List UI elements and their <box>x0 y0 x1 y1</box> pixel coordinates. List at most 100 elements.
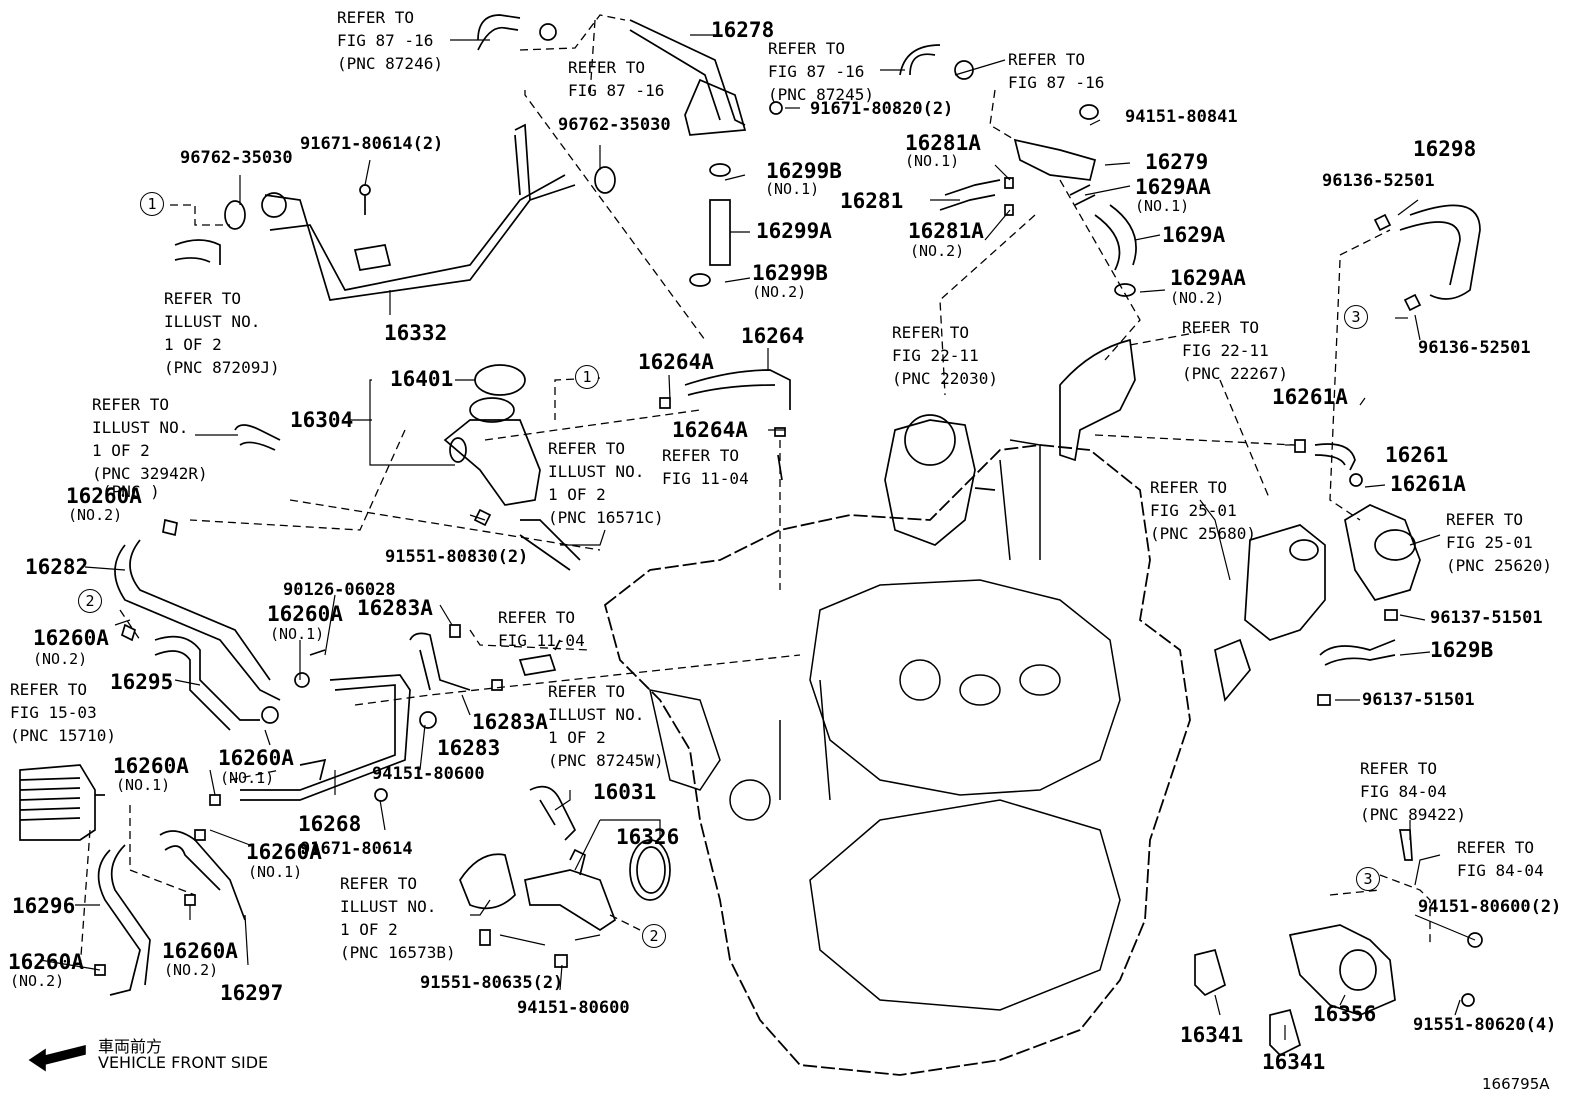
part-qualifier: (NO.1) <box>116 776 171 794</box>
part-number: 90126-06028 <box>283 580 396 600</box>
part-label: 16299B <box>752 261 828 285</box>
part-label: 16297 <box>220 981 284 1005</box>
front-side-label: VEHICLE FRONT SIDE <box>98 1053 269 1072</box>
callout-marker: 1 <box>140 192 164 216</box>
refer-to-fragment: (PNC ) <box>102 482 160 501</box>
part-number: 91551-80620(4) <box>1413 1015 1557 1035</box>
refer-to-note: REFER TO FIG 25-01 (PNC 25620) <box>1446 510 1552 575</box>
part-label: 16298 <box>1413 137 1477 161</box>
part-qualifier: (NO.2) <box>10 972 65 990</box>
refer-to-note: REFER TO FIG 87 -16 <box>1008 50 1105 92</box>
front-side-label-jp: 車両前方 <box>98 1037 163 1056</box>
part-number: 91671-80820(2) <box>810 99 954 119</box>
part-label: 16264 <box>741 324 805 348</box>
part-label: 16260A <box>267 602 343 626</box>
refer-to-note: REFER TO FIG 11-04 <box>662 446 749 488</box>
refer-to-note: REFER TO ILLUST NO. 1 OF 2 (PNC 87209J) <box>164 289 280 377</box>
part-qualifier: (NO.2) <box>68 506 123 524</box>
part-qualifier: (NO.1) <box>1135 197 1190 215</box>
part-label: 1629AA <box>1170 266 1246 290</box>
part-qualifier: (NO.2) <box>752 283 807 301</box>
refer-to-note: REFER TO ILLUST NO. 1 OF 2 (PNC 87245W) <box>548 682 664 770</box>
callout-marker: 2 <box>78 589 102 613</box>
part-qualifier: (NO.1) <box>905 152 960 170</box>
refer-to-note: REFER TO ILLUST NO. 1 OF 2 (PNC 16571C) <box>548 439 664 527</box>
refer-to-note: REFER TO ILLUST NO. 1 OF 2 (PNC 32942R) <box>92 395 208 483</box>
refer-to-note: REFER TO FIG 84-04 (PNC 89422) <box>1360 759 1466 824</box>
part-label: 16264A <box>672 418 748 442</box>
part-label: 16341 <box>1180 1023 1244 1047</box>
part-label: 16261 <box>1385 443 1449 467</box>
part-qualifier: (NO.1) <box>248 863 303 881</box>
part-label: 16282 <box>25 555 89 579</box>
part-label: 16281A <box>908 219 984 243</box>
part-label: 16332 <box>384 321 448 345</box>
part-label: 16260A <box>246 840 322 864</box>
part-label: 16299B <box>766 159 842 183</box>
callout-marker: 2 <box>642 924 666 948</box>
part-label: 16401 <box>390 367 454 391</box>
part-label: 16260A <box>162 939 238 963</box>
refer-to-note: REFER TO FIG 11-04 <box>498 608 585 650</box>
part-number: 91551-80635(2) <box>420 973 564 993</box>
part-label: 16283 <box>437 736 501 760</box>
refer-to-note: REFER TO FIG 87 -16 <box>568 58 665 100</box>
part-number: 91671-80614 <box>300 839 413 859</box>
part-number: 96137-51501 <box>1362 690 1475 710</box>
part-label: 16260A <box>8 950 84 974</box>
part-qualifier: (NO.1) <box>270 625 325 643</box>
diagram-code: 166795A <box>1482 1075 1550 1093</box>
part-label: 16326 <box>616 825 680 849</box>
part-number: 96136-52501 <box>1322 171 1435 191</box>
refer-to-note: REFER TO FIG 87 -16 (PNC 87245) <box>768 39 874 104</box>
part-label: 1629AA <box>1135 175 1211 199</box>
part-label: 16283A <box>472 710 548 734</box>
part-label: 16304 <box>290 408 354 432</box>
part-label: 16278 <box>711 18 775 42</box>
part-label: 16031 <box>593 780 657 804</box>
part-label: 16264A <box>638 350 714 374</box>
part-label: 16283A <box>357 596 433 620</box>
part-label: 16279 <box>1145 150 1209 174</box>
refer-to-note: REFER TO FIG 22-11 (PNC 22267) <box>1182 318 1288 383</box>
part-number: 91551-80830(2) <box>385 547 529 567</box>
part-qualifier: (NO.2) <box>164 961 219 979</box>
callout-marker: 3 <box>1344 305 1368 329</box>
part-number: 96762-35030 <box>180 148 293 168</box>
part-number: 94151-80600 <box>372 764 485 784</box>
part-qualifier: (NO.2) <box>910 242 965 260</box>
part-label: 16281 <box>840 189 904 213</box>
part-number: 94151-80600(2) <box>1418 897 1562 917</box>
refer-to-note: REFER TO FIG 84-04 <box>1457 838 1544 880</box>
part-label: 16295 <box>110 670 174 694</box>
part-label: 16260A <box>66 484 142 508</box>
part-label: 16341 <box>1262 1050 1326 1074</box>
part-label: 16356 <box>1313 1002 1377 1026</box>
refer-to-note: REFER TO FIG 22-11 (PNC 22030) <box>892 323 998 388</box>
part-qualifier: (NO.2) <box>33 650 88 668</box>
part-label: 16281A <box>905 131 981 155</box>
refer-to-note: REFER TO FIG 25-01 (PNC 25680) <box>1150 478 1256 543</box>
callout-marker: 1 <box>575 365 599 389</box>
part-number: 96762-35030 <box>558 115 671 135</box>
part-number: 91671-80614(2) <box>300 134 444 154</box>
part-number: 96137-51501 <box>1430 608 1543 628</box>
part-label: 16268 <box>298 812 362 836</box>
part-label: 16261A <box>1272 385 1348 409</box>
part-qualifier: (NO.2) <box>1170 289 1225 307</box>
part-label: 16296 <box>12 894 76 918</box>
callout-marker: 3 <box>1356 867 1380 891</box>
refer-to-note: REFER TO FIG 87 -16 (PNC 87246) <box>337 8 443 73</box>
part-number: 96136-52501 <box>1418 338 1531 358</box>
front-arrow-icon <box>30 1045 86 1071</box>
refer-to-note: REFER TO FIG 15-03 (PNC 15710) <box>10 680 116 745</box>
part-number: 94151-80841 <box>1125 107 1238 127</box>
part-label: 1629A <box>1162 223 1226 247</box>
part-qualifier: (NO.1) <box>765 180 820 198</box>
part-label: 16260A <box>218 746 294 770</box>
part-label: 16260A <box>33 626 109 650</box>
part-label: 16299A <box>756 219 832 243</box>
part-label: 1629B <box>1430 638 1494 662</box>
